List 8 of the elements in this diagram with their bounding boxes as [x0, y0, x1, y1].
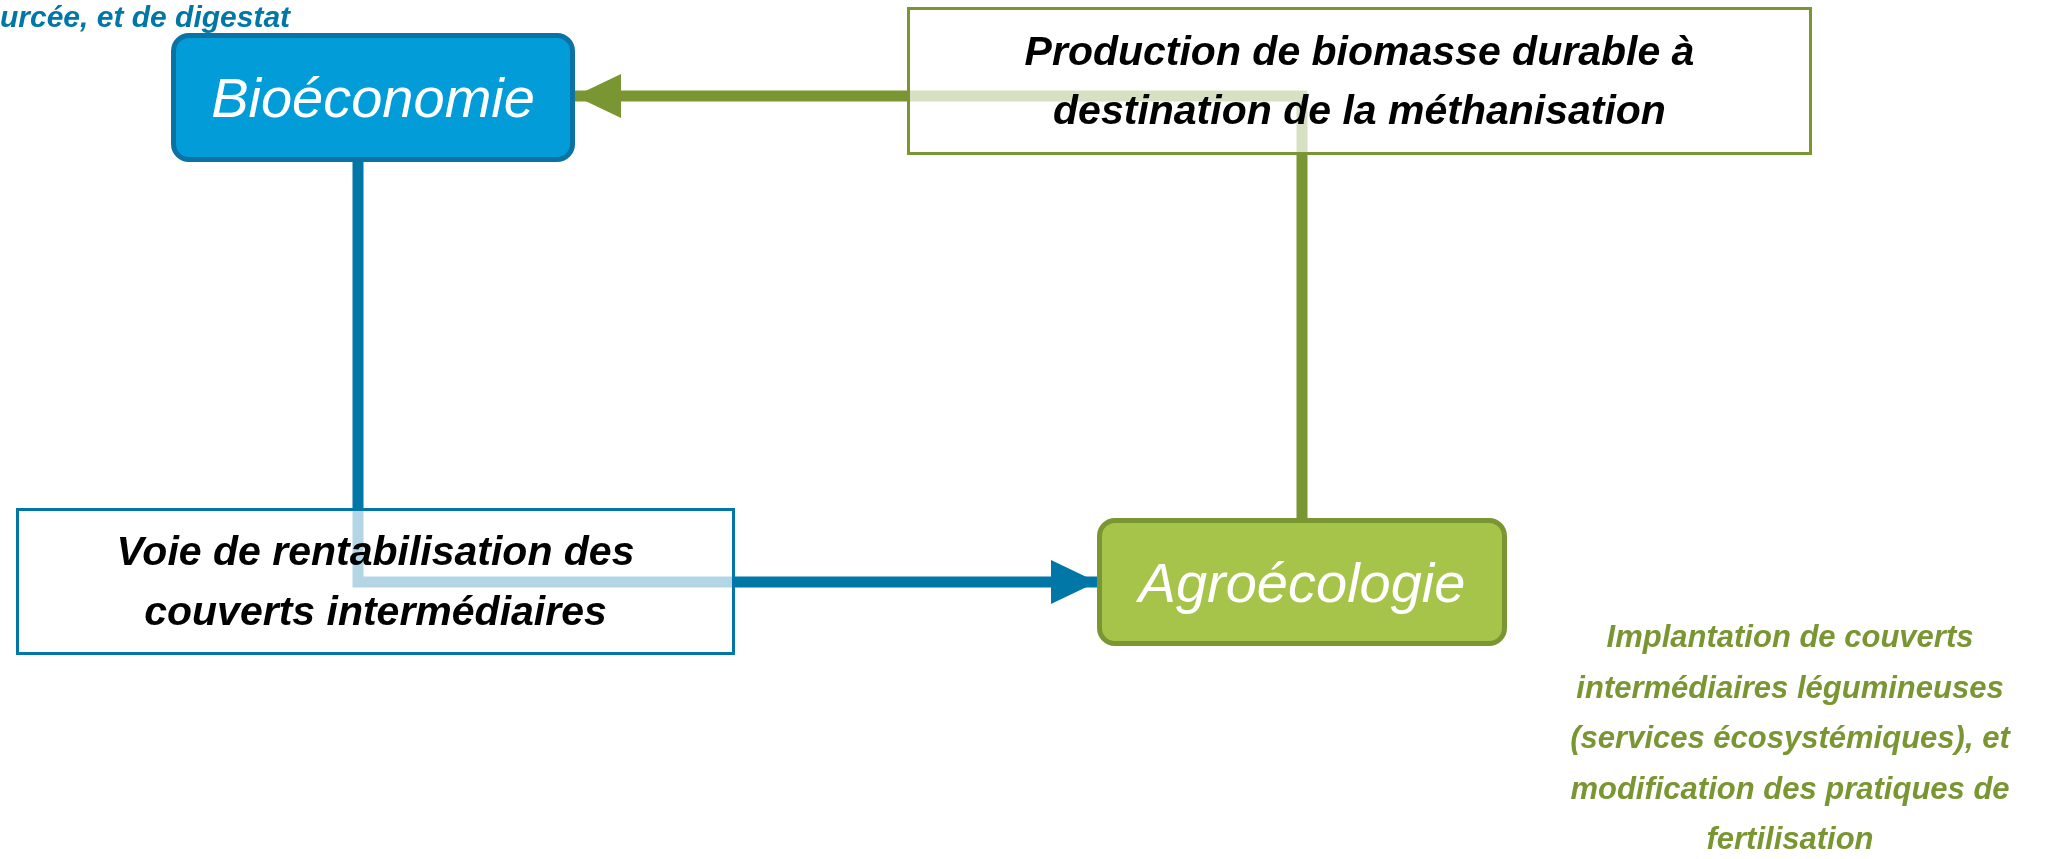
note-text: urcée, et de digestat — [0, 0, 291, 34]
edge-label: Voie de rentabilisation des couverts intermédiaires — [16, 508, 735, 655]
node-title: Agroécologie — [1138, 549, 1466, 615]
annotation-text: Implantation de couverts intermédiaires légumineuses (services écosystémiques), et modification des pratiques de fertilisation — [1569, 618, 2012, 859]
process-box — [171, 33, 575, 162]
node-title: Bioéconomie — [211, 65, 535, 130]
process-box — [1097, 518, 1507, 646]
edge-label: Production de biomasse durable à destination de la méthanisation — [907, 7, 1812, 155]
